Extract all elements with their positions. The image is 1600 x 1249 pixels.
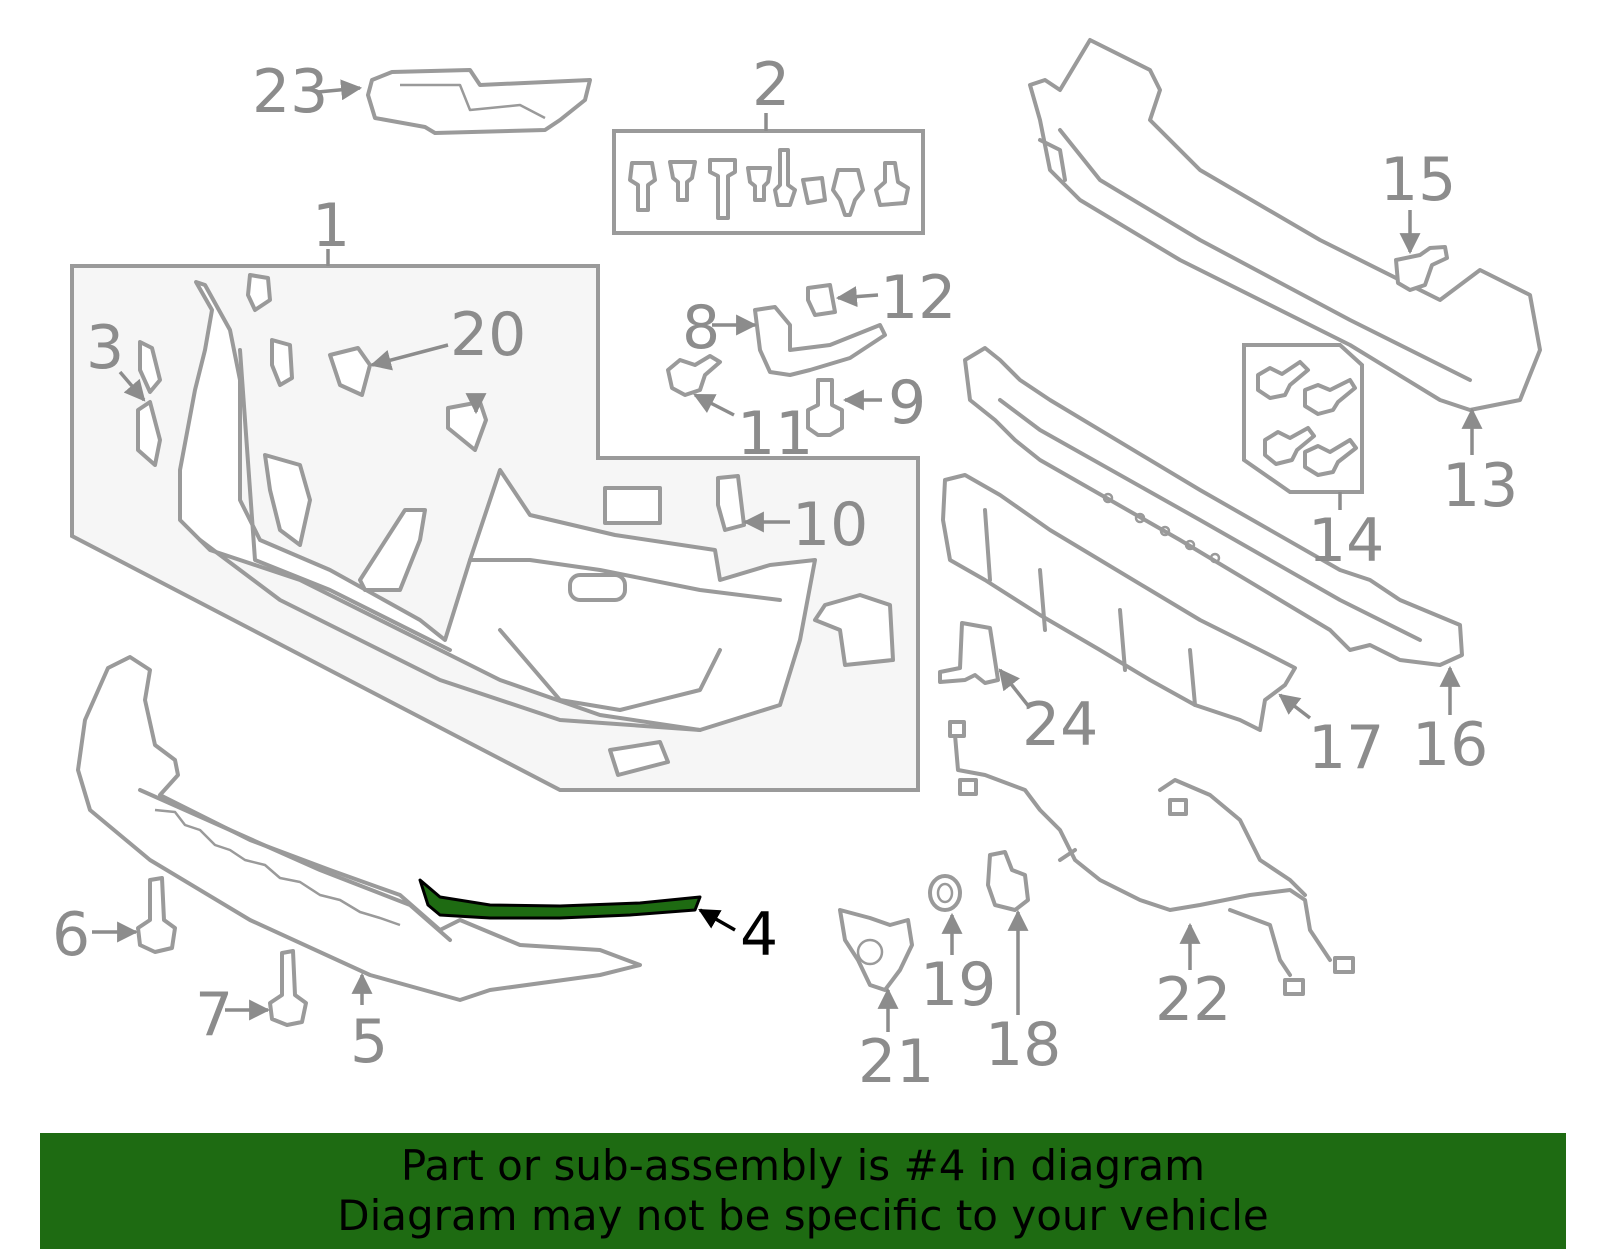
- callout-23: 23: [252, 57, 328, 127]
- callout-2: 2: [752, 50, 790, 120]
- absorber-beam-16-part: [963, 346, 1464, 667]
- screw-7-part: [268, 949, 308, 1027]
- banner-line-2: Diagram may not be specific to your vehi…: [337, 1191, 1269, 1240]
- bracket-21-part: [838, 908, 914, 992]
- part-info-banner: Part or sub-assembly is #4 in diagram Di…: [40, 1133, 1566, 1249]
- grommet-19-part: [928, 874, 962, 912]
- callout-14: 14: [1308, 506, 1384, 576]
- push-pin-15-part: [1394, 245, 1449, 292]
- callout-13: 13: [1442, 451, 1518, 521]
- callout-9: 9: [888, 368, 926, 438]
- screw-6-part: [136, 876, 177, 954]
- bumper-cover-part: [136, 273, 895, 777]
- callout-1: 1: [312, 191, 350, 261]
- callout-7: 7: [195, 980, 233, 1050]
- callout-5: 5: [350, 1007, 388, 1077]
- callout-8: 8: [682, 293, 720, 363]
- callout-6: 6: [52, 900, 90, 970]
- nut-10-part: [716, 474, 746, 532]
- callout-17: 17: [1308, 713, 1384, 783]
- lower-spoiler-5-part: [76, 655, 642, 1002]
- callout-24: 24: [1022, 690, 1098, 760]
- wiring-harness-22-part: [948, 720, 1355, 996]
- callout-15: 15: [1380, 145, 1456, 215]
- callout-10: 10: [792, 490, 868, 560]
- callout-12: 12: [880, 263, 956, 333]
- callout-19: 19: [920, 950, 996, 1020]
- hardware-kit-14-parts: [1256, 360, 1358, 477]
- callout-3: 3: [86, 313, 124, 383]
- clip-12-part: [806, 283, 837, 317]
- reinforcement-beam-13-part: [1028, 38, 1542, 412]
- bracket-24-part: [938, 621, 1000, 685]
- callout-16: 16: [1412, 710, 1488, 780]
- hardware-kit-parts: [628, 148, 910, 220]
- callout-21: 21: [858, 1027, 934, 1097]
- bolt-11-part: [666, 354, 722, 397]
- leader-lines: [92, 79, 1483, 1032]
- callout-4: 4: [740, 900, 778, 970]
- lower-trim-strip-4-highlighted-part: [418, 878, 702, 920]
- callout-22: 22: [1155, 965, 1231, 1035]
- sensor-18-part: [986, 850, 1030, 912]
- callout-11: 11: [737, 399, 813, 469]
- banner-line-1: Part or sub-assembly is #4 in diagram: [400, 1141, 1206, 1190]
- hardware-kit-box: [612, 129, 925, 235]
- callout-18: 18: [985, 1010, 1061, 1080]
- bracket-8-part: [753, 305, 887, 377]
- bracket-23-part: [366, 68, 592, 135]
- foam-absorber-17-part: [941, 473, 1297, 732]
- bolt-9-part: [806, 378, 844, 437]
- callout-20: 20: [450, 300, 526, 370]
